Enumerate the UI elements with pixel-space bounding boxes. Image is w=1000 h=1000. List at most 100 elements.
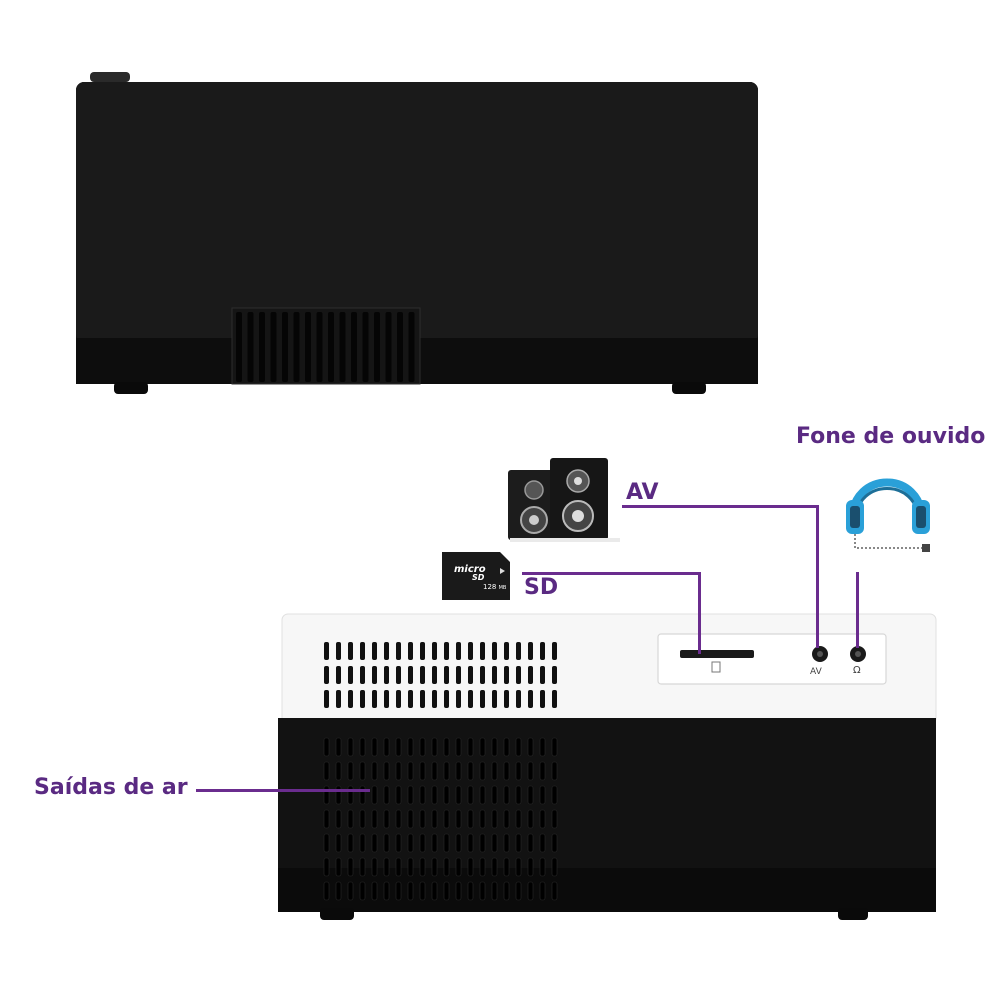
vent-slot <box>383 857 390 877</box>
vent-slot <box>324 666 329 684</box>
vent-slot <box>347 833 354 853</box>
vent-slot <box>551 809 558 829</box>
vent-slot <box>539 809 546 829</box>
vent-slot <box>328 312 334 382</box>
vent-slot <box>455 809 462 829</box>
vent-slot <box>360 690 365 708</box>
vent-slot <box>371 761 378 781</box>
vent-slot <box>503 857 510 877</box>
vent-slot <box>335 809 342 829</box>
vent-slot <box>371 809 378 829</box>
vent-slot <box>479 809 486 829</box>
vent-slot <box>348 666 353 684</box>
vent-slot <box>323 761 330 781</box>
av-callout-line-h <box>622 505 818 508</box>
microsd-brand-top: micro <box>454 564 486 575</box>
vent-slot <box>324 690 329 708</box>
vent-slot <box>515 809 522 829</box>
sd-callout-line-h <box>522 572 700 575</box>
vent-slot <box>515 857 522 877</box>
vent-slot <box>293 312 300 382</box>
vent-slot <box>383 833 390 853</box>
vent-slot <box>383 737 390 757</box>
vent-slot <box>479 785 486 805</box>
vent-slot <box>552 666 557 684</box>
microsd-brand-bottom: SD <box>472 573 485 582</box>
vent-slot <box>468 666 473 684</box>
vent-slot <box>443 833 450 853</box>
vent-slot <box>371 833 378 853</box>
vent-slot <box>419 833 426 853</box>
vent-slot <box>443 857 450 877</box>
vent-slot <box>316 312 323 382</box>
microsd-capacity-unit: MB <box>498 585 507 591</box>
vent-slot <box>359 833 366 853</box>
vent-slot <box>339 312 346 382</box>
vent-slot <box>407 833 414 853</box>
vent-slot <box>383 761 390 781</box>
vent-slot <box>371 785 378 805</box>
vent-slot <box>407 785 414 805</box>
vent-slot <box>407 809 414 829</box>
vent-slot <box>395 785 402 805</box>
vent-slot <box>491 761 498 781</box>
vent-slot <box>395 833 402 853</box>
vent-slot <box>516 642 521 660</box>
vent-slot <box>396 642 401 660</box>
vent-slot <box>336 642 341 660</box>
vent-slot <box>359 737 366 757</box>
vent-slot <box>335 857 342 877</box>
vent-slot <box>270 312 277 382</box>
vent-slot <box>479 881 486 901</box>
vent-slot <box>420 690 425 708</box>
vent-slot <box>347 809 354 829</box>
vent-slot <box>479 833 486 853</box>
vent-slot <box>431 881 438 901</box>
vent-slot <box>551 833 558 853</box>
vent-slot <box>432 666 437 684</box>
vent-slot <box>407 857 414 877</box>
headphone-port-symbol: Ω <box>853 665 861 676</box>
vent-slot <box>491 737 498 757</box>
vent-slot <box>419 809 426 829</box>
vent-slot <box>384 690 389 708</box>
vent-slot <box>491 857 498 877</box>
vent-slot <box>539 881 546 901</box>
vent-slot <box>491 881 498 901</box>
vent-slot <box>515 737 522 757</box>
vent-slot <box>480 666 485 684</box>
vent-slot <box>444 666 449 684</box>
vent-slot <box>467 761 474 781</box>
vent-slot <box>282 312 288 382</box>
microsd-capacity-value: 128 <box>483 583 497 591</box>
vent-slot <box>539 785 546 805</box>
vent-slot <box>247 312 254 382</box>
vent-slot <box>479 857 486 877</box>
vent-slot <box>419 737 426 757</box>
vent-slot <box>371 857 378 877</box>
vent-slot <box>468 642 473 660</box>
vent-slot <box>335 761 342 781</box>
vent-slot <box>431 857 438 877</box>
vent-slot <box>527 881 534 901</box>
vent-slot <box>540 690 545 708</box>
vent-slot <box>397 312 403 382</box>
vent-slot <box>407 737 414 757</box>
av-callout-line-v <box>816 505 819 648</box>
vent-slot <box>431 833 438 853</box>
vent-slot <box>492 690 497 708</box>
vent-slot <box>360 642 365 660</box>
vent-slot <box>372 642 377 660</box>
vent-slot <box>528 642 533 660</box>
vent-slot <box>359 761 366 781</box>
vent-slot <box>351 312 357 382</box>
sd-callout-label: SD <box>524 575 559 600</box>
vent-slot <box>432 690 437 708</box>
vent-slot <box>305 312 311 382</box>
vent-slot <box>383 809 390 829</box>
vent-slot <box>236 312 242 382</box>
vent-slot <box>324 642 329 660</box>
